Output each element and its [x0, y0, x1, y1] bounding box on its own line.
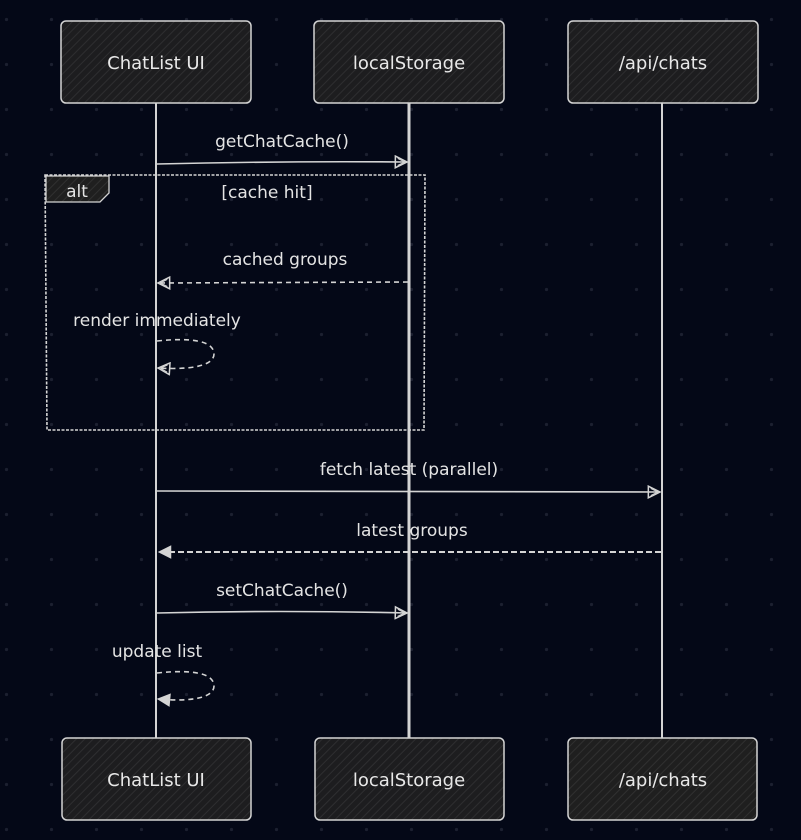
participant-box: [60, 20, 252, 104]
participant-label: /api/chats: [619, 53, 707, 74]
message-label: render immediately: [73, 311, 241, 331]
message-arrow: [156, 612, 407, 614]
message-arrow: [156, 491, 660, 492]
message-label: getChatCache(): [215, 132, 349, 152]
message-arrow: [156, 162, 407, 164]
participant-box: [61, 737, 252, 821]
message-label: fetch latest (parallel): [320, 460, 498, 480]
self-loop-arrow: [157, 670, 215, 700]
message-get-chat-cache: getChatCache(): [156, 132, 407, 164]
participant-api-chats-bottom[interactable]: /api/chats: [567, 737, 758, 821]
alt-fragment-kind: alt: [66, 182, 88, 202]
participant-label: localStorage: [353, 770, 465, 791]
participant-box: [314, 737, 505, 821]
alt-fragment-tag: [45, 175, 110, 203]
alt-fragment: alt [cache hit]: [44, 174, 426, 431]
message-label: update list: [112, 642, 203, 662]
message-update-list: update list: [112, 642, 215, 700]
participant-box: [567, 737, 758, 821]
message-render-immediately: render immediately: [73, 311, 241, 368]
message-label: cached groups: [223, 250, 348, 270]
message-label: latest groups: [356, 521, 468, 541]
participant-chatlist-ui-bottom[interactable]: ChatList UI: [61, 737, 252, 821]
message-latest-groups: latest groups: [159, 521, 661, 552]
message-set-chat-cache: setChatCache(): [156, 581, 407, 614]
participant-label: ChatList UI: [107, 53, 205, 74]
lifelines: [155, 103, 663, 738]
message-arrow: [158, 282, 409, 283]
participant-chatlist-ui[interactable]: ChatList UI: [60, 20, 252, 104]
message-cached-groups: cached groups: [158, 250, 409, 283]
participants-top: ChatList UI localStorage /api/chats: [60, 20, 759, 104]
participant-label: localStorage: [353, 53, 465, 74]
participant-box: [567, 20, 759, 104]
message-fetch-latest: fetch latest (parallel): [156, 460, 660, 492]
participant-label: ChatList UI: [107, 770, 205, 791]
alt-fragment-condition: [cache hit]: [221, 183, 312, 203]
participants-bottom: ChatList UI localStorage /api/chats: [61, 737, 758, 821]
messages: getChatCache() cached groups render imme…: [73, 132, 661, 700]
alt-fragment-frame: [44, 174, 426, 431]
participant-box: [313, 20, 505, 104]
self-loop-arrow: [157, 338, 215, 369]
participant-label: /api/chats: [619, 770, 707, 791]
message-label: setChatCache(): [216, 581, 348, 601]
participant-localstorage-bottom[interactable]: localStorage: [314, 737, 505, 821]
participant-api-chats[interactable]: /api/chats: [567, 20, 759, 104]
participant-localstorage[interactable]: localStorage: [313, 20, 505, 104]
